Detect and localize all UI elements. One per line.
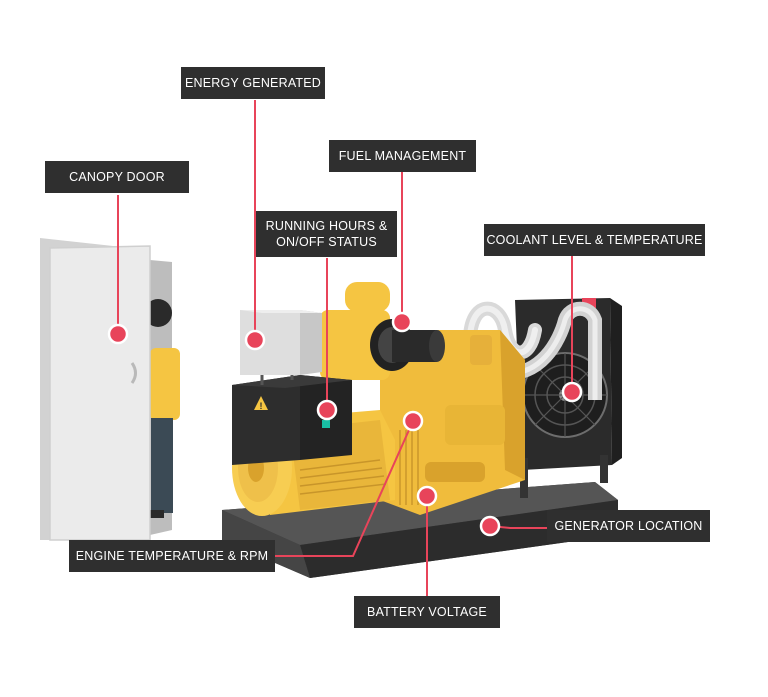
label-energy-generated-text: ENERGY GENERATED [184, 76, 322, 90]
label-running-hours-line1: RUNNING HOURS & [265, 219, 388, 233]
label-battery-voltage-text: BATTERY VOLTAGE [367, 605, 487, 619]
coolant-pipes-illustration [463, 301, 602, 400]
svg-text:!: ! [260, 401, 263, 411]
label-canopy-door: CANOPY DOOR [45, 161, 189, 193]
label-generator-location: GENERATOR LOCATION [547, 510, 710, 542]
markers [107, 311, 583, 537]
marker-coolant [561, 381, 583, 403]
label-fuel-management: FUEL MANAGEMENT [329, 140, 476, 172]
label-engine-temperature-text: ENGINE TEMPERATURE & RPM [75, 549, 269, 563]
leader-engine-temperature [275, 420, 414, 557]
engine-illustration [320, 282, 525, 515]
label-engine-temperature: ENGINE TEMPERATURE & RPM [69, 540, 275, 572]
leader-lines [117, 100, 573, 596]
label-coolant: COOLANT LEVEL & TEMPERATURE [484, 224, 705, 256]
label-coolant-text: COOLANT LEVEL & TEMPERATURE [486, 233, 703, 247]
label-running-hours-line2: ON/OFF STATUS [276, 235, 377, 249]
canopy-door-illustration [40, 238, 180, 541]
marker-battery-voltage [416, 485, 438, 507]
label-battery-voltage: BATTERY VOLTAGE [354, 596, 500, 628]
label-running-hours: RUNNING HOURS & ON/OFF STATUS [256, 211, 397, 257]
label-energy-generated: ENERGY GENERATED [181, 67, 325, 99]
marker-energy-generated [244, 329, 266, 351]
label-generator-location-text: GENERATOR LOCATION [554, 519, 703, 533]
label-fuel-management-text: FUEL MANAGEMENT [338, 149, 467, 163]
label-canopy-door-text: CANOPY DOOR [69, 170, 165, 184]
marker-engine-temperature [402, 410, 424, 432]
marker-fuel-management [391, 311, 413, 333]
marker-running-hours [316, 399, 338, 421]
marker-generator-location [479, 515, 501, 537]
marker-canopy-door [107, 323, 129, 345]
